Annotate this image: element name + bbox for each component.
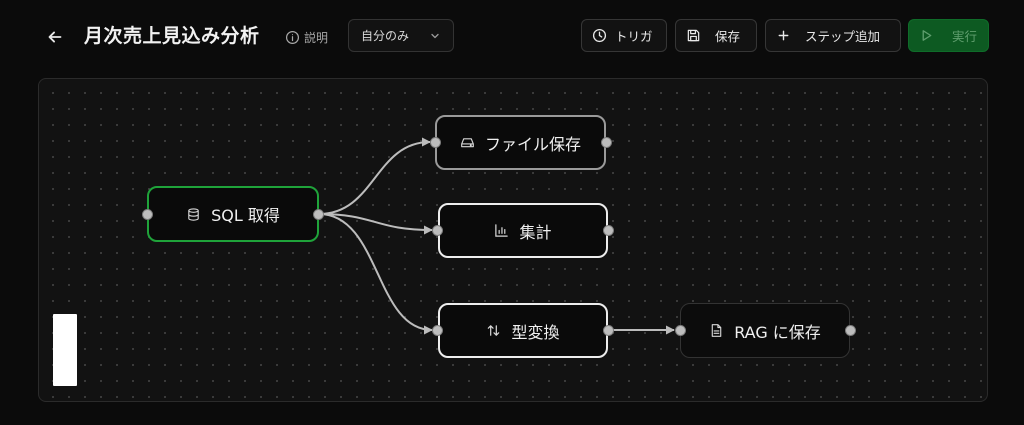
node-label: SQL 取得: [211, 206, 280, 225]
minimap-panel[interactable]: [53, 314, 77, 386]
node-conv-input-port[interactable]: [432, 325, 443, 336]
play-icon: [922, 30, 932, 41]
run-button-label: 実行: [952, 29, 978, 44]
arrows-up-down-icon: [488, 325, 500, 336]
document-icon: [711, 324, 722, 337]
node-file-input-port[interactable]: [430, 137, 441, 148]
floppy-disk-icon: [687, 29, 700, 42]
node-label: ファイル保存: [484, 134, 581, 154]
node-aggregate[interactable]: 集計: [438, 203, 608, 258]
visibility-select[interactable]: 自分のみ: [348, 19, 454, 52]
node-type-convert[interactable]: 型変換: [438, 303, 608, 358]
run-button[interactable]: 実行: [908, 19, 989, 52]
plus-icon: [778, 30, 789, 41]
node-rag-output-port[interactable]: [845, 325, 856, 336]
header-bar: 月次売上見込み分析 説明 自分のみ トリガ 保存 ステップ追加 実行: [0, 0, 1024, 72]
node-rag-save[interactable]: RAG に保存: [680, 303, 850, 358]
node-file-save[interactable]: ファイル保存: [435, 115, 606, 170]
trigger-button[interactable]: トリガ: [581, 19, 667, 52]
visibility-select-value: 自分のみ: [361, 29, 410, 43]
trigger-button-label: トリガ: [615, 29, 653, 44]
save-button-label: 保存: [715, 29, 741, 44]
bar-chart-icon: [495, 224, 509, 237]
node-sql-input-port[interactable]: [142, 209, 153, 220]
node-file-output-port[interactable]: [601, 137, 612, 148]
node-label: RAG に保存: [734, 322, 821, 342]
hard-drive-icon: [461, 138, 474, 148]
back-button[interactable]: [44, 26, 66, 48]
add-step-button-label: ステップ追加: [805, 29, 881, 44]
node-sql-output-port[interactable]: [313, 209, 324, 220]
node-sql-fetch[interactable]: SQL 取得: [147, 186, 319, 242]
node-label: 集計: [519, 222, 552, 242]
arrow-left-icon: [48, 31, 62, 43]
description-link[interactable]: 説明: [285, 27, 328, 47]
node-label: 型変換: [511, 322, 560, 342]
add-step-button[interactable]: ステップ追加: [765, 19, 901, 52]
database-icon: [188, 207, 199, 221]
node-rag-input-port[interactable]: [675, 325, 686, 336]
clock-icon: [592, 28, 607, 43]
save-button[interactable]: 保存: [675, 19, 757, 52]
chevron-down-icon: [431, 33, 439, 39]
node-agg-output-port[interactable]: [603, 225, 614, 236]
node-conv-output-port[interactable]: [603, 325, 614, 336]
node-agg-input-port[interactable]: [432, 225, 443, 236]
description-label: 説明: [304, 30, 329, 45]
info-icon: [285, 30, 300, 44]
page-title: 月次売上見込み分析: [84, 25, 260, 47]
